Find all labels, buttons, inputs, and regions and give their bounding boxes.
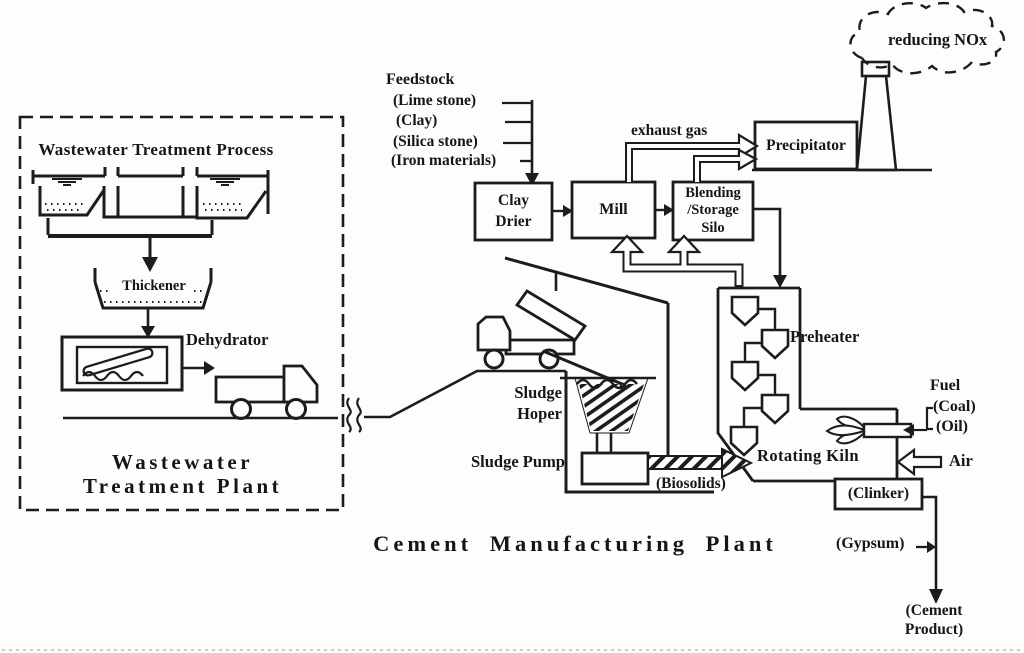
gas-return-duct	[609, 234, 744, 289]
precipitator-label: Precipitator	[766, 136, 846, 154]
exhaust-gas-ducts	[625, 133, 760, 183]
fuel-feed-lines	[903, 406, 933, 436]
coal-label: (Coal)	[933, 398, 976, 415]
air-label: Air	[949, 451, 973, 470]
clay-drier-label-line1: Clay	[498, 192, 529, 210]
reducing-nox-label: reducing NOx	[888, 30, 988, 49]
feedstock-item-clay: (Clay)	[396, 112, 438, 129]
rotating-kiln-label: Rotating Kiln	[757, 446, 859, 465]
precipitator-box	[753, 120, 859, 171]
haul-truck-drawing	[214, 364, 319, 420]
sludge-hopper-drawing	[542, 349, 656, 453]
thickener-label: Thickener	[122, 278, 186, 294]
silo-to-preheater-arrow	[753, 207, 787, 288]
feedstock-item-silica: (Silica stone)	[393, 133, 478, 150]
silo-label: Blending /Storage Silo	[673, 182, 753, 240]
clinker-label: (Clinker)	[847, 485, 910, 503]
biosolids-arrow	[647, 447, 754, 479]
wwtp-process-label: Wastewater Treatment Process	[38, 140, 274, 159]
thickener-drawing	[93, 268, 213, 310]
exhaust-gas-label: exhaust gas	[631, 122, 708, 139]
silo-label-line1: Blending	[685, 184, 741, 201]
main-title: Cement Manufacturing Plant	[373, 531, 777, 556]
mill-label: Mill	[599, 201, 628, 219]
clay-drier-label-line2: Drier	[495, 212, 532, 230]
preheater-cyclones	[729, 295, 790, 457]
cement-product-label-line2: Product)	[904, 621, 964, 638]
feedstock-title: Feedstock	[386, 71, 455, 88]
clay-drier-box	[473, 181, 554, 242]
wwtp-boundary	[18, 115, 345, 512]
dehydrator-label: Dehydrator	[186, 330, 269, 349]
thickener-to-dehydrator-arrow	[141, 309, 155, 338]
gypsum-label: (Gypsum)	[836, 535, 905, 552]
biosolids-label: (Biosolids)	[656, 475, 726, 492]
box-connector-arrows	[552, 204, 674, 217]
dump-truck-drawing	[476, 289, 588, 370]
fuel-label: Fuel	[930, 377, 961, 394]
feedstock-item-limestone: (Lime stone)	[393, 92, 477, 109]
sludge-pump-drawing	[580, 451, 650, 486]
silo-label-line2: /Storage	[687, 202, 739, 219]
feedstock-item-iron: (Iron materials)	[391, 152, 497, 169]
product-flow-lines	[916, 495, 943, 604]
preheater-label: Preheater	[790, 327, 860, 346]
sedimentation-tanks-drawing	[31, 167, 270, 258]
oil-label: (Oil)	[936, 418, 968, 435]
feedstock-bracket-lines	[502, 100, 534, 174]
road-lines	[63, 369, 566, 433]
dehydrator-drawing	[60, 335, 184, 392]
cement-product-label-line1: (Cement	[905, 602, 963, 619]
mill-box	[570, 180, 657, 240]
wwtp-plant-label-line1: Wastewater	[111, 450, 254, 474]
sludge-hoper-label-line1: Sludge	[514, 383, 562, 402]
dehydrator-output-arrow	[182, 361, 215, 375]
hopper-shed-lines	[504, 256, 714, 494]
feedstock-arrow	[525, 173, 539, 186]
clay-drier-label: Clay Drier	[475, 183, 552, 240]
burner-drawing	[825, 415, 913, 445]
nox-cloud-outline	[849, 1, 1005, 75]
sludge-hoper-label-line2: Hoper	[517, 404, 562, 423]
wwtp-plant-label-line2: Treatment Plant	[82, 474, 283, 498]
sedimentation-to-thickener-arrow	[142, 257, 158, 272]
air-arrow	[896, 447, 943, 477]
sludge-pump-label: Sludge Pump	[471, 452, 565, 471]
silo-label-line3: Silo	[701, 219, 725, 236]
clinker-box	[833, 477, 924, 511]
silo-box	[671, 180, 755, 242]
